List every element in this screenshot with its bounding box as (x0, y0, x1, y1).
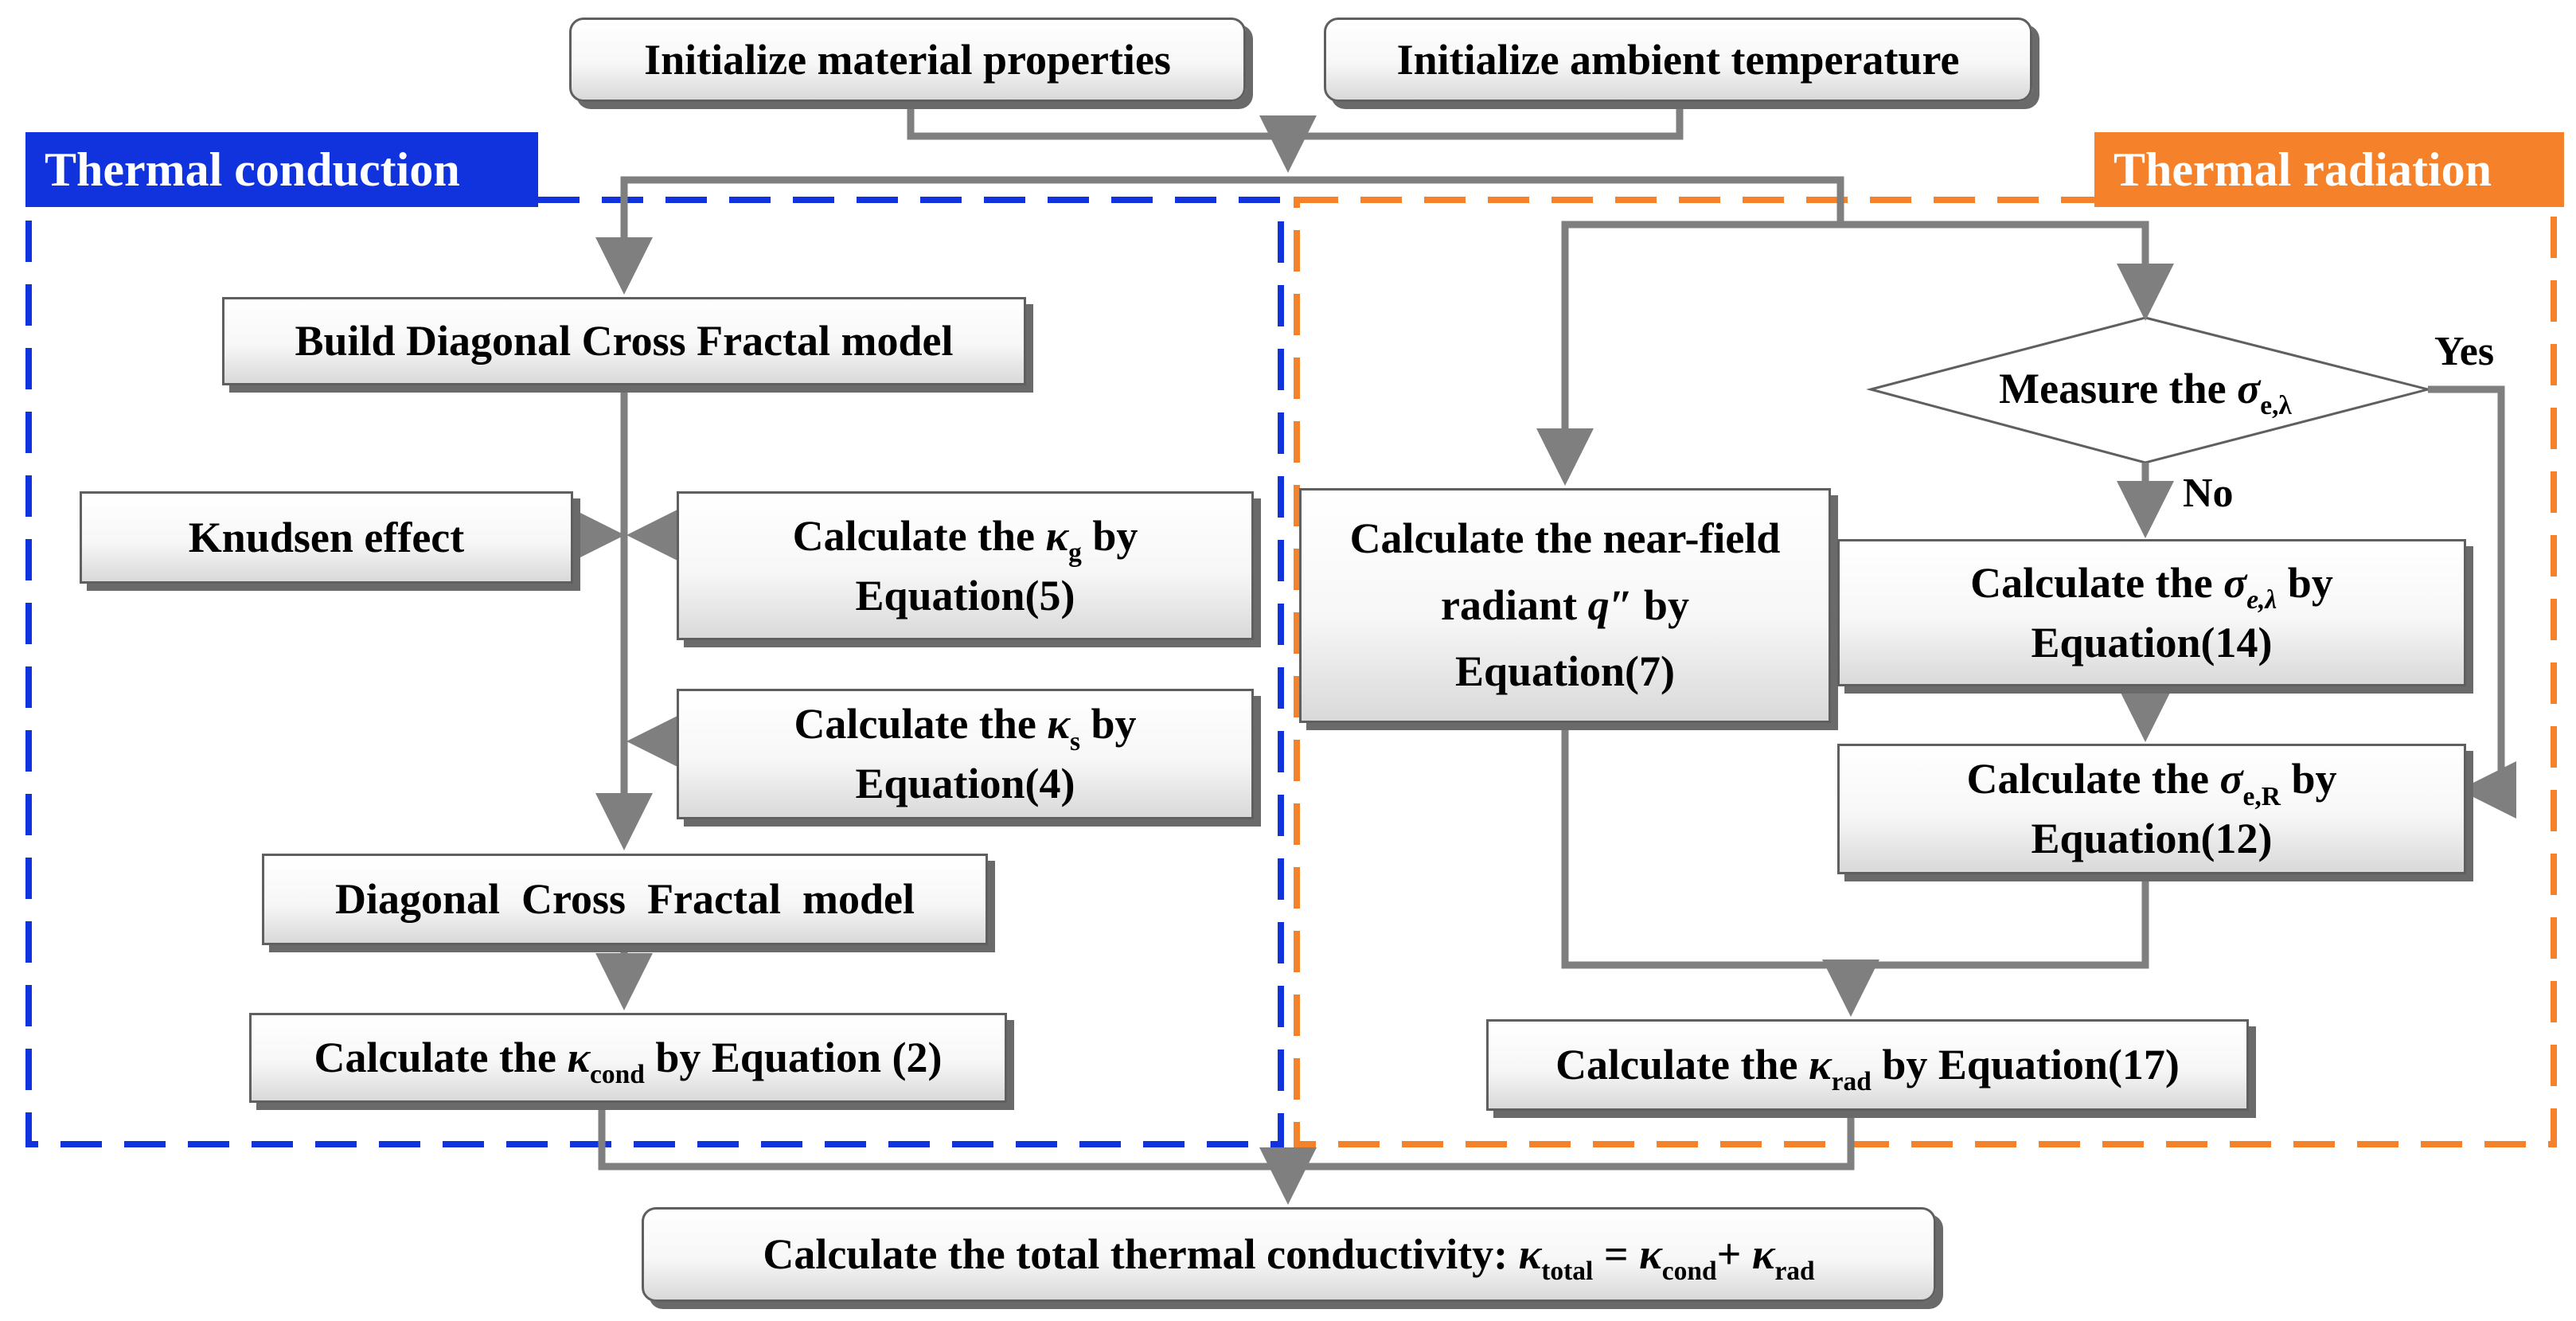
near-field-q-symbol: q″ (1587, 580, 1633, 629)
radiation-region-frame (1294, 197, 2557, 1147)
kappa-s-equation: Equation(4) (855, 760, 1075, 807)
total-kappa-rad-symbol: κ (1751, 1230, 1775, 1279)
total-kappa-cond-subscript: cond (1661, 1257, 1717, 1287)
sigma-r-subscript: e,R (2242, 781, 2281, 811)
kappa-s-suffix: by (1080, 700, 1137, 748)
build-model-text: Build Diagonal Cross Fractal model (295, 317, 954, 365)
kappa-rad-subscript: rad (1831, 1067, 1872, 1097)
kappa-g-box: Calculate the κg by Equation(5) (677, 491, 1254, 640)
kappa-s-box: Calculate the κs by Equation(4) (677, 689, 1254, 819)
sigma-lambda-prefix: Calculate the (1970, 558, 2224, 607)
total-conductivity-box: Calculate the total thermal conductivity… (642, 1207, 1936, 1302)
kappa-g-prefix: Calculate the (792, 511, 1046, 560)
build-model-box: Build Diagonal Cross Fractal model (222, 297, 1026, 385)
kappa-g-subscript: g (1068, 538, 1082, 569)
sigma-lambda-suffix: by (2277, 558, 2333, 607)
diagonal-cross-fractal-model-box: Diagonal Cross Fractal model (262, 854, 988, 945)
kappa-g-suffix: by (1081, 511, 1138, 560)
conduction-region-label: Thermal conduction (25, 132, 538, 207)
total-plus: + (1716, 1230, 1752, 1279)
near-field-line1: Calculate the near-field (1349, 514, 1781, 562)
total-kappa-rad-subscript: rad (1774, 1257, 1815, 1287)
near-field-radiant-box: Calculate the near-field radiant q″ by E… (1299, 488, 1831, 723)
kappa-s-symbol: κ (1047, 700, 1070, 748)
connector-bottom-merge (598, 1103, 1855, 1171)
kappa-cond-symbol: κ (567, 1034, 591, 1082)
no-branch-label: No (2183, 471, 2234, 516)
sigma-r-equation: Equation(12) (2031, 815, 2273, 862)
initialize-material-text: Initialize material properties (644, 35, 1171, 84)
kappa-s-subscript: s (1069, 726, 1081, 756)
knudsen-effect-text: Knudsen effect (188, 513, 465, 561)
measure-sigma-subscript: e,λ (2260, 391, 2292, 421)
connector-split-left (620, 176, 1844, 225)
near-field-line2-prefix: radiant (1441, 580, 1588, 629)
initialize-material-box: Initialize material properties (569, 18, 1246, 102)
kappa-cond-box: Calculate the κcond by Equation (2) (249, 1013, 1007, 1103)
total-kappa-subscript: total (1541, 1257, 1594, 1287)
total-equals: = (1593, 1230, 1640, 1279)
kappa-rad-box: Calculate the κrad by Equation(17) (1486, 1019, 2249, 1111)
knudsen-effect-box: Knudsen effect (80, 491, 573, 584)
near-field-line2-suffix: by (1633, 580, 1689, 629)
sigma-r-prefix: Calculate the (1966, 755, 2220, 803)
connector-init-material (907, 102, 1684, 140)
kappa-cond-suffix: by Equation (2) (644, 1034, 943, 1082)
sigma-r-suffix: by (2280, 755, 2337, 803)
kappa-rad-symbol: κ (1809, 1041, 1832, 1089)
conduction-region-frame (25, 197, 1284, 1147)
initialize-ambient-text: Initialize ambient temperature (1396, 35, 1960, 84)
measure-decision-label: Measure the σe,λ (1911, 350, 2380, 427)
connector-to-near-field (1536, 221, 1840, 486)
kappa-g-symbol: κ (1045, 511, 1069, 560)
connector-yes-branch (2428, 385, 2516, 819)
sigma-lambda-subscript: e,λ (2246, 585, 2277, 616)
measure-sigma-symbol: σ (2237, 365, 2261, 412)
initialize-ambient-box: Initialize ambient temperature (1324, 18, 2032, 102)
kappa-cond-prefix: Calculate the (314, 1034, 568, 1082)
total-kappa-symbol: κ (1518, 1230, 1542, 1279)
near-field-equation: Equation(7) (1454, 647, 1676, 696)
radiation-region-label: Thermal radiation (2094, 132, 2564, 207)
sigma-lambda-symbol: σ (2223, 558, 2247, 607)
total-kappa-cond-symbol: κ (1639, 1230, 1662, 1279)
sigma-r-symbol: σ (2219, 755, 2243, 803)
yes-branch-label: Yes (2434, 329, 2495, 374)
measure-prefix: Measure the (1999, 365, 2238, 412)
sigma-lambda-box: Calculate the σe,λ by Equation(14) (1837, 539, 2466, 686)
sigma-r-box: Calculate the σe,R by Equation(12) (1837, 744, 2466, 874)
sigma-lambda-equation: Equation(14) (2031, 618, 2273, 666)
diagonal-cross-fractal-model-text: Diagonal Cross Fractal model (335, 875, 915, 924)
kappa-s-prefix: Calculate the (794, 700, 1048, 748)
kappa-g-equation: Equation(5) (855, 571, 1075, 619)
total-prefix: Calculate the total thermal conductivity… (763, 1230, 1519, 1279)
kappa-rad-suffix: by Equation(17) (1871, 1041, 2180, 1089)
kappa-rad-prefix: Calculate the (1555, 1041, 1809, 1089)
kappa-cond-subscript: cond (590, 1060, 645, 1090)
connector-to-decision (1840, 221, 2174, 321)
